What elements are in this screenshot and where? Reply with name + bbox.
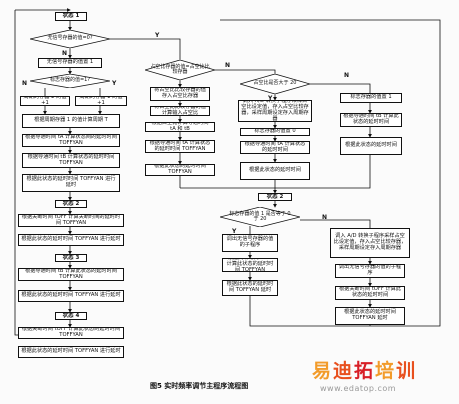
watermark-logo-char: 易 [312,360,334,382]
calc-tb-right-box: 根据导通时间 tB 计算此状态的延时时间 [340,113,402,127]
decision-flag-is-1 [30,74,110,88]
edge-label-n-1: N [62,50,68,57]
delay-mid-box: 根据此状态的延时时间 TOFFYAN [145,164,215,176]
watermark-url: www.edatop.com [320,384,397,393]
delay-right-2-box: 根据此状态的延时时间 [340,137,402,155]
calc-off-c-box: 根据关断时间 tOFF 计算此状态的延时时间 [335,286,405,300]
calc-time-a-mid-box: 根据导通时间 tA 计算状态的延时时间 TOFFYAN [145,140,215,153]
decision-flag-val [220,207,300,227]
delay-right-box: 根据此状态的延时时间 [240,162,310,180]
calc-guard-2-box: 调出无信号存器的值的子程序 [335,264,405,278]
calc-by-duty-box: 根据占空比计算导通时间 tA 和 tB [145,122,215,132]
state-2-box: 状态 2 [55,200,87,208]
store-ad-box: 调入 A/D 转换子程序采样占空比设定值，存入占空比较存器，采样周期设定存入周期… [238,100,312,122]
calc-time-off-4-box: 根据关断时间 tOFF 计算此状态的延时时间 TOFFYAN [18,327,124,339]
state-1-box: 状态 1 [55,12,87,21]
watermark-logo-char: 训 [396,360,418,382]
edge-label-n-2: N [22,80,28,87]
flag-reg-set-0-box: 标志存器的值置 0 [240,128,310,136]
state-4-label: 状态 4 [62,312,80,319]
delay-off-c-box: 根据此状态的延时时间 TOFFYAN 延时 [335,307,405,325]
watermark-logo-char: 迪 [333,360,355,382]
store-ad-2-box: 调入 A/D 转换子程序采样占空比设定值，存入占空比较存器，采样周期设定存入周期… [330,228,410,258]
calc-period-box: 根据周期存器 1 的值计算周期 T [22,114,120,128]
guard-set-1-box: 无信号存器的值置 1 [38,58,102,68]
state-2-label: 状态 2 [62,200,80,207]
decision-compare-eq-label: 占空比存器的值=占空比比较存器 [150,63,210,75]
clear-compare-box: 将占空比比较存器的值计算输入占空比 [150,106,210,116]
state-3-box: 状态 3 [55,254,87,262]
calc-time-tb-3-box: 根据导通时间 tB 计算此状态的延时时间 TOFFYAN [18,268,124,281]
edge-label-n-5: N [322,214,328,221]
decision-duty-lt20-label: 占空比是否大于 20 [253,80,297,87]
calc-ta-right-box: 根据导通时间 tA 计算状态的延时时间 [240,141,310,154]
move-duty-reg-box: 将占空比比较存器的值存入占空比存器 [150,87,210,101]
period-reg-1-box: 周期的存器 1 的值+1 [75,96,127,106]
edge-label-y-2: Y [112,80,117,87]
calc-guard-box: 调出无信号存器的值的子程序 [222,234,278,252]
state-1-label: 状态 1 [62,13,80,20]
edge-label-y-4: Y [232,228,237,235]
calc-time-a-box: 根据导通时间 tA 计算状态间的延时时间 TOFFYAN [22,134,120,147]
decision-flag-is-1-label: 标志存器的值=1? [49,77,91,84]
figure-caption: 图5 实时频率调节主程序流程图 [150,382,249,390]
decision-guard-nonzero [30,30,110,48]
calc-time-b-box: 根据导通时间 tB 计算状态的延时时间 TOFFYAN [22,153,120,168]
watermark-logo: 易迪拓培训 [312,356,417,383]
edge-label-y-3: Y [268,95,273,102]
edge-label-n-3: N [225,62,231,69]
watermark-logo-char: 培 [375,360,397,382]
state-2b-label: 状态 2 [266,193,284,200]
delay-run-2-box: 根据此状态的延时时间 TOFFYAN 进行延时 [18,234,124,246]
edge-label-n-4: N [344,72,350,79]
delay-run-1-box: 根据此状态的延时时间 TOFFYAN 进行延时 [22,174,120,192]
decision-guard-nonzero-label: 无信号存器的值=0? [47,35,93,42]
delay-run-3-box: 根据此状态的延时时间 TOFFYAN 进行延时 [18,290,124,302]
decision-duty-lt20 [240,74,310,94]
state-2b-box: 状态 2 [258,193,292,201]
state-4-box: 状态 4 [55,312,87,320]
delay-run-4-box: 根据此状态的延时时间 TOFFYAN 进行延时 [18,346,124,358]
edge-label-y-1: Y [155,32,160,39]
decision-flag-val-label: 标志存器的值 1 是否等于 0 于 20 [229,210,291,222]
delay-off-b-box: 根据此状态的延时时间 TOFFYAN 延时 [222,280,278,296]
decision-compare-eq [145,60,215,80]
calc-time-off-2-box: 根据关断时间 tOFF 计算关断时间的延时时间 TOFFYAN [18,214,124,227]
watermark-logo-char: 拓 [354,360,376,382]
calc-off-b-box: 根据关断时间 tOFF 计算此状态的延时时间 TOFFYAN [222,258,278,272]
period-reg-2-box: 周期的存器 2 的值+1 [20,96,70,106]
flag-reg-set-1-box: 标志存器的值置 1 [340,93,402,103]
state-3-label: 状态 3 [62,254,80,261]
